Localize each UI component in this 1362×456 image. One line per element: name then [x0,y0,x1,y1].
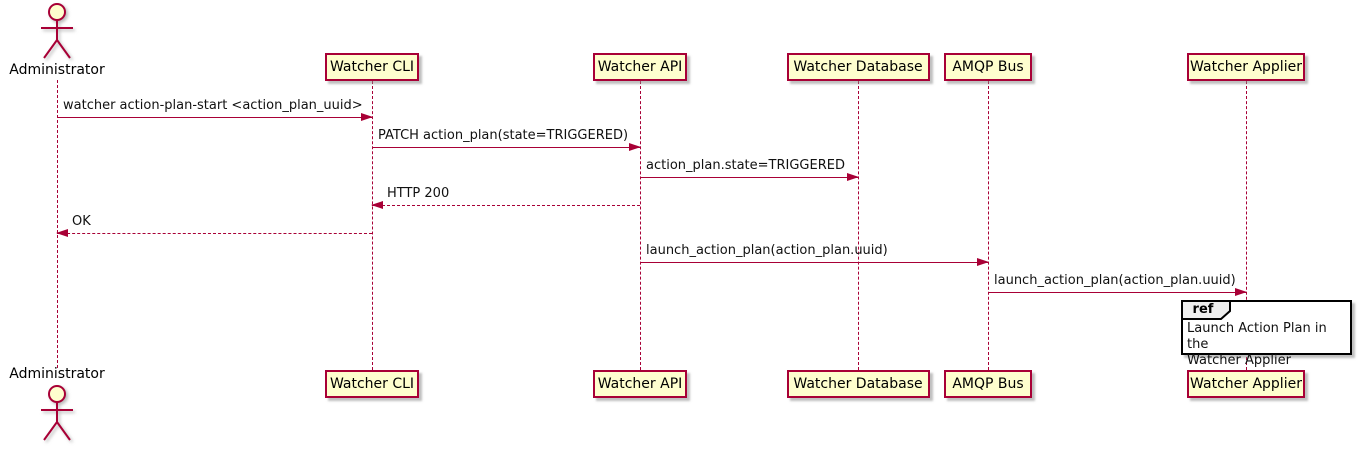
message-line [57,117,372,118]
actor-figure-bottom-administrator [35,384,79,446]
participant-bottom-amqp-bus: AMQP Bus [944,370,1032,398]
lifeline-watcher-applier [1246,81,1247,370]
participant-bottom-watcher-api: Watcher API [593,370,687,398]
participant-bottom-watcher-cli: Watcher CLI [325,370,419,398]
lifeline-amqp-bus [988,81,989,370]
message-label: PATCH action_plan(state=TRIGGERED) [378,128,629,143]
ref-keyword: ref [1192,302,1214,317]
participant-label: Watcher Applier [1190,376,1302,392]
participant-label: Watcher CLI [329,59,415,75]
actor-figure-top-administrator [35,2,79,64]
participant-top-watcher-api: Watcher API [593,53,687,81]
message-line [640,262,988,263]
arrowhead-icon [977,257,989,266]
message-line [372,147,640,148]
arrowhead-icon [847,172,859,181]
participant-top-watcher-applier: Watcher Applier [1187,53,1305,81]
arrowhead-icon [629,142,641,151]
lifeline-watcher-cli [372,81,373,370]
actor-label-top-administrator: Administrator [9,62,105,78]
participant-top-amqp-bus: AMQP Bus [944,53,1032,81]
participant-label: Watcher Database [793,59,923,75]
ref-tab [1181,300,1235,325]
arrowhead-icon [371,200,383,209]
arrowhead-icon [1235,287,1247,296]
lifeline-watcher-api [640,81,641,370]
message-label: launch_action_plan(action_plan.uuid) [646,243,888,258]
participant-label: Watcher API [597,59,683,75]
message-line [372,205,640,206]
arrowhead-icon [56,228,68,237]
arrowhead-icon [361,112,373,121]
message-line [640,177,858,178]
actor-label-bottom-administrator: Administrator [9,366,105,382]
participant-top-watcher-cli: Watcher CLI [325,53,419,81]
participant-bottom-watcher-applier: Watcher Applier [1187,370,1305,398]
participant-label: AMQP Bus [952,59,1024,75]
ref-text-line: Launch Action Plan in the [1187,321,1327,352]
participant-label: AMQP Bus [952,376,1024,392]
message-label: action_plan.state=TRIGGERED [646,158,845,173]
ref-text-line: Watcher Applier [1187,353,1291,368]
participant-label: Watcher Database [793,376,923,392]
lifeline-administrator [57,80,58,368]
participant-top-watcher-database: Watcher Database [786,53,930,81]
message-line [988,292,1246,293]
message-line [57,233,372,234]
message-label: OK [72,214,91,229]
participant-label: Watcher Applier [1190,59,1302,75]
message-label: HTTP 200 [387,186,450,201]
participant-label: Watcher API [597,376,683,392]
participant-label: Watcher CLI [329,376,415,392]
lifeline-watcher-database [858,81,859,370]
message-label: launch_action_plan(action_plan.uuid) [994,273,1236,288]
participant-bottom-watcher-database: Watcher Database [786,370,930,398]
message-label: watcher action-plan-start <action_plan_u… [63,98,363,113]
